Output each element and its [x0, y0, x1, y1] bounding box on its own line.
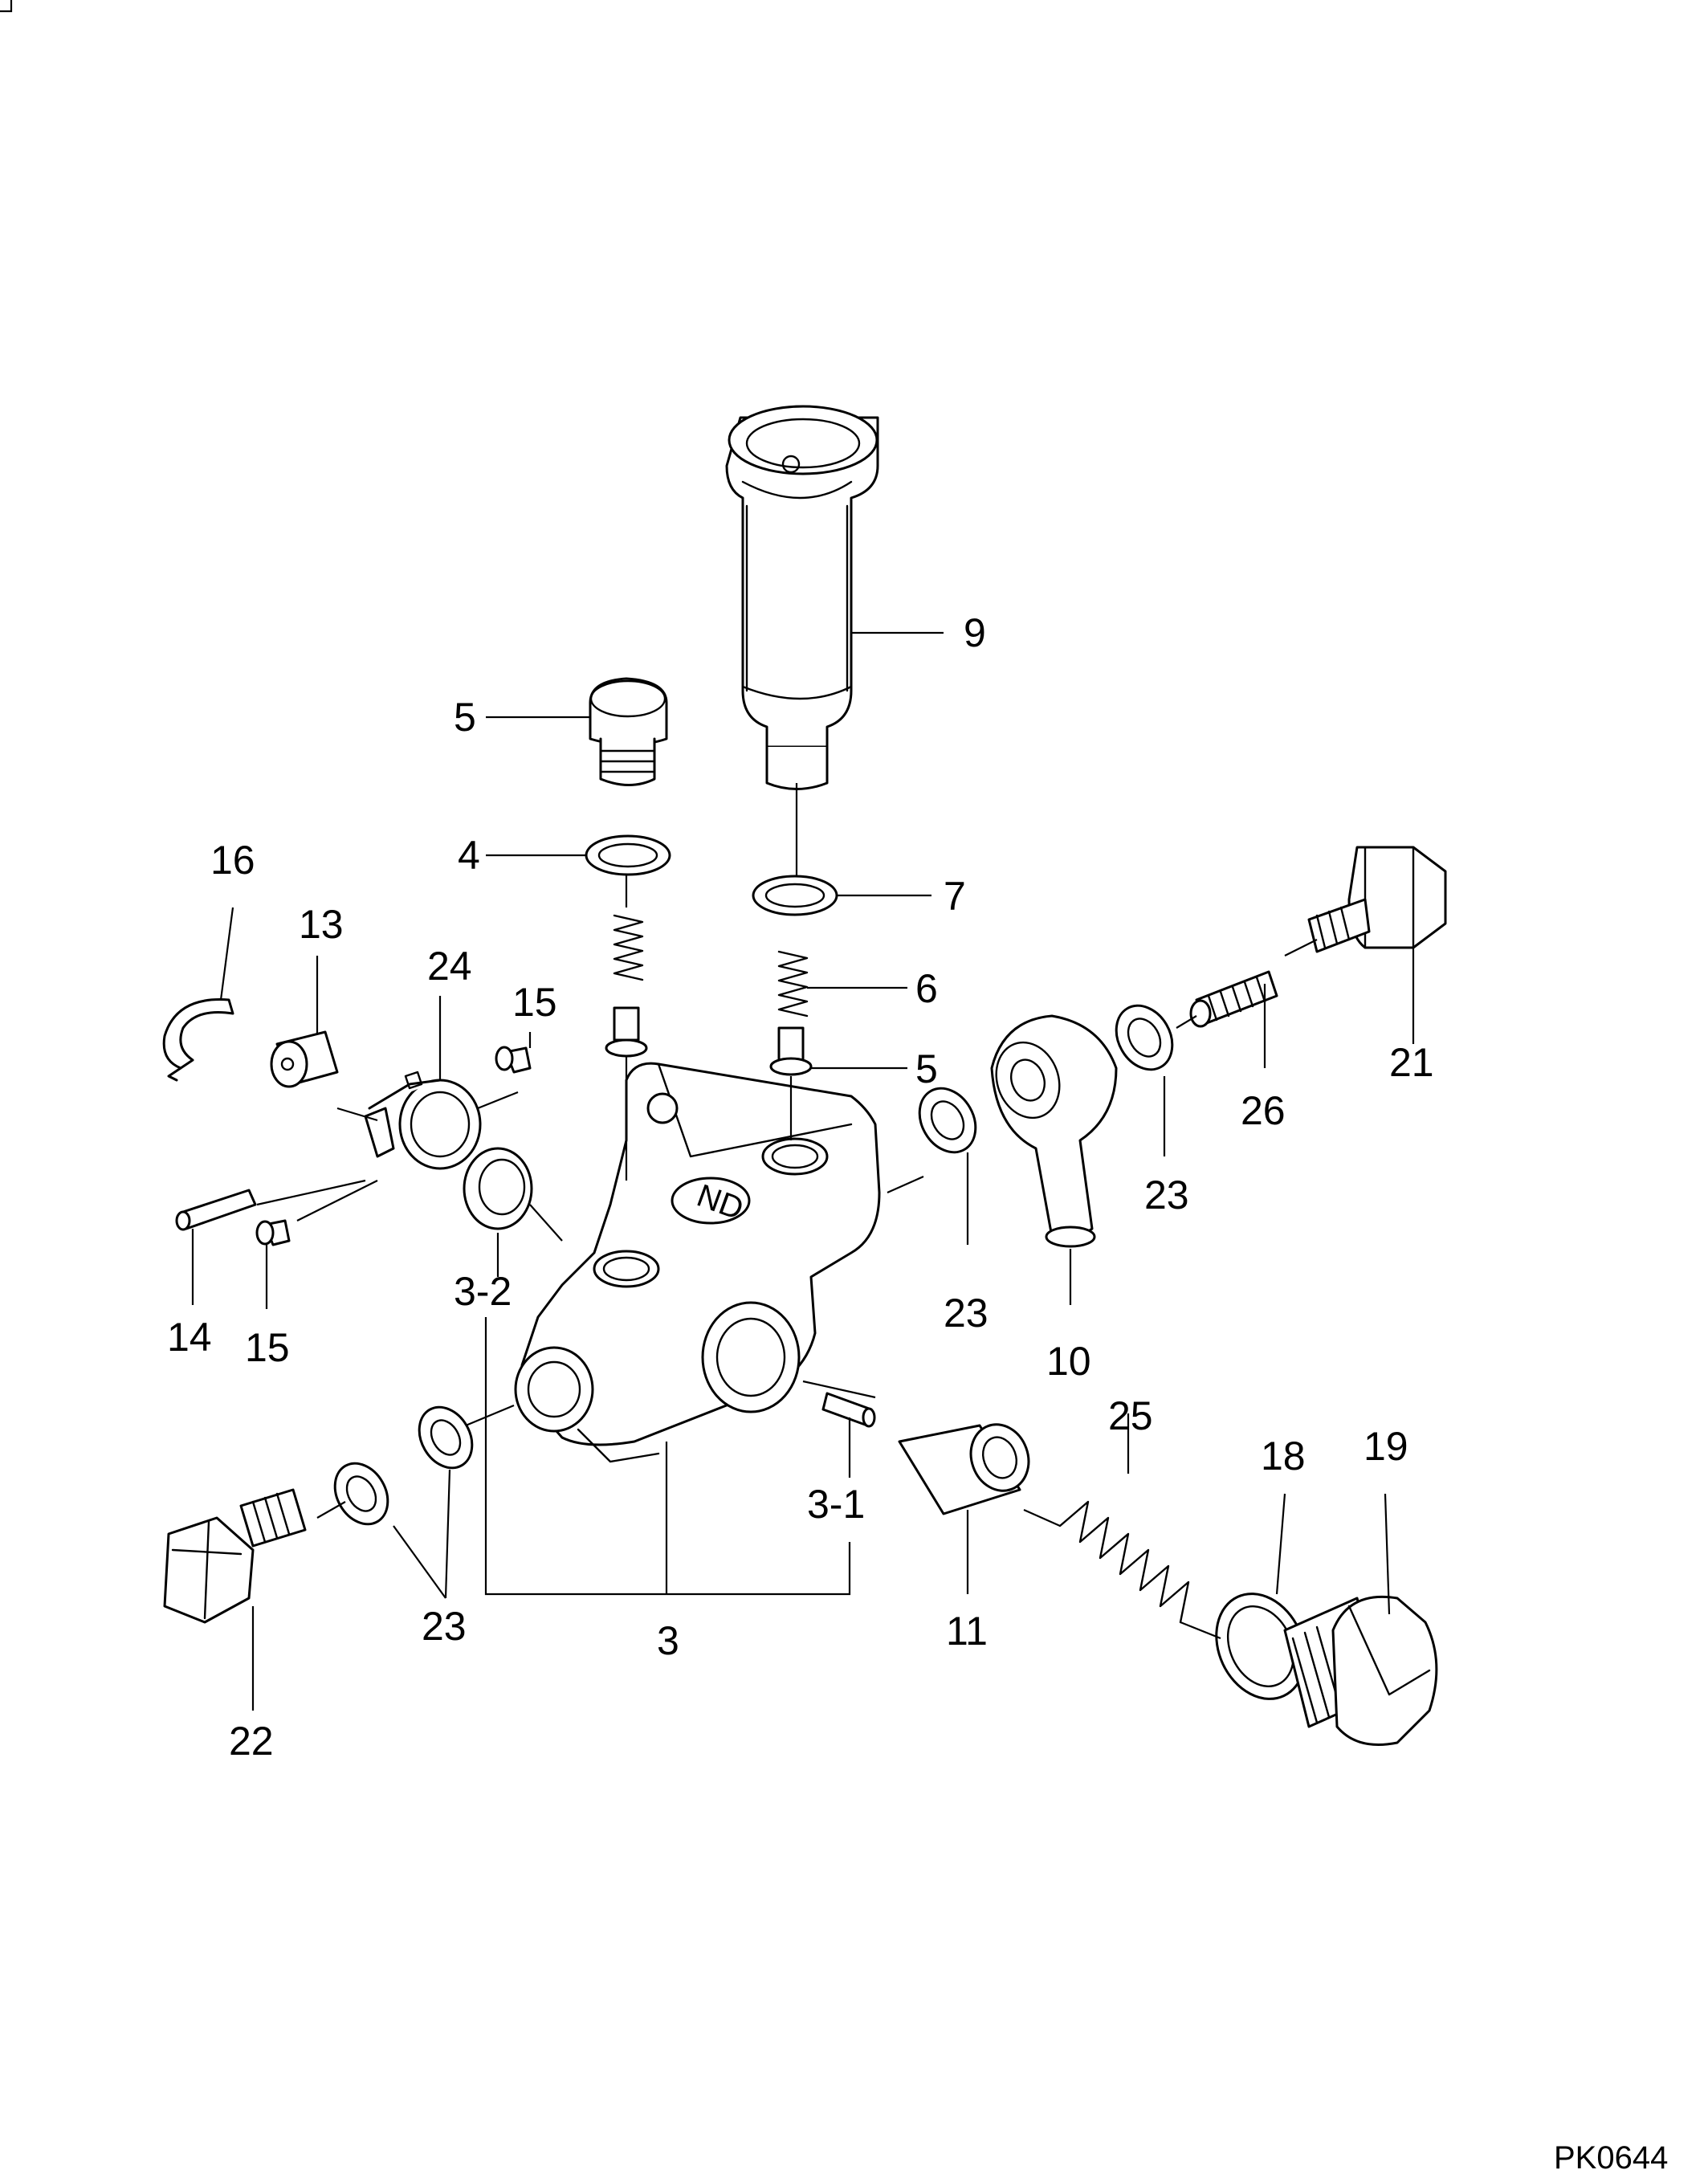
part-14-pin [179, 1189, 257, 1230]
callout-19: 19 [1364, 1424, 1408, 1469]
part-5-valve-left [605, 1006, 648, 1058]
callout-15-top: 15 [512, 980, 557, 1025]
part-16-snap-ring [162, 998, 234, 1070]
part-6-spring-left [613, 914, 644, 981]
callout-9: 9 [964, 610, 986, 655]
callout-5-top: 5 [454, 695, 476, 740]
callout-11: 11 [946, 1609, 988, 1654]
callout-21: 21 [1389, 1040, 1434, 1085]
callout-5-mid: 5 [915, 1046, 938, 1091]
part-23-washer-left-b [418, 1405, 474, 1470]
part-3-pump-body: ND [514, 1062, 881, 1463]
callout-6: 6 [915, 966, 938, 1011]
part-15-pin-bottom [255, 1219, 291, 1246]
callout-labels: 9 5 4 7 6 5 16 13 24 15 21 26 23 23 10 1… [167, 610, 1434, 1764]
part-26-strainer [1189, 970, 1278, 1028]
callout-15-bottom: 15 [245, 1325, 290, 1370]
figure-reference-code: PK0644 [1554, 2140, 1668, 2176]
part-21-banjo-bolt [1307, 846, 1447, 953]
part-23-washer-mid [918, 1087, 977, 1154]
part-5-plug-top [589, 677, 668, 786]
callout-25: 25 [1108, 1393, 1153, 1438]
callout-4: 4 [458, 833, 480, 878]
callout-23-mid: 23 [944, 1291, 989, 1336]
callout-7: 7 [944, 874, 966, 919]
callout-13: 13 [299, 902, 344, 947]
callout-24: 24 [427, 944, 472, 989]
part-19-plug-bolt [1283, 1595, 1438, 1746]
part-3-2-seal [463, 1147, 533, 1230]
callout-3-1: 3-1 [807, 1482, 865, 1527]
callout-23-right: 23 [1144, 1173, 1189, 1217]
callout-23-left: 23 [422, 1604, 467, 1649]
callout-14: 14 [167, 1315, 212, 1360]
leader-lines [191, 631, 1415, 1711]
corner-mark [0, 0, 13, 13]
part-10-banjo-fitting [990, 1014, 1118, 1248]
part-11-sleeve [898, 1423, 1030, 1515]
callout-3: 3 [657, 1618, 679, 1663]
part-23-washer-right [1115, 1004, 1174, 1071]
callout-10: 10 [1046, 1339, 1091, 1384]
part-9-priming-cup [725, 405, 879, 790]
part-18-washer [1215, 1593, 1306, 1700]
part-22-banjo-bolt [163, 1488, 307, 1624]
part-25-spring [1058, 1500, 1190, 1624]
callout-26: 26 [1241, 1088, 1286, 1133]
callout-22: 22 [229, 1719, 274, 1764]
part-15-pin-top [495, 1046, 532, 1074]
part-6-spring-right [777, 950, 809, 1018]
callout-16: 16 [210, 838, 255, 883]
part-24-tappet [364, 1071, 482, 1170]
part-13-cylinder [270, 1030, 339, 1088]
callout-18: 18 [1261, 1434, 1306, 1478]
part-23-washer-left-a [333, 1462, 389, 1526]
callout-3-2: 3-2 [454, 1269, 512, 1314]
part-5-valve-right [769, 1026, 813, 1076]
